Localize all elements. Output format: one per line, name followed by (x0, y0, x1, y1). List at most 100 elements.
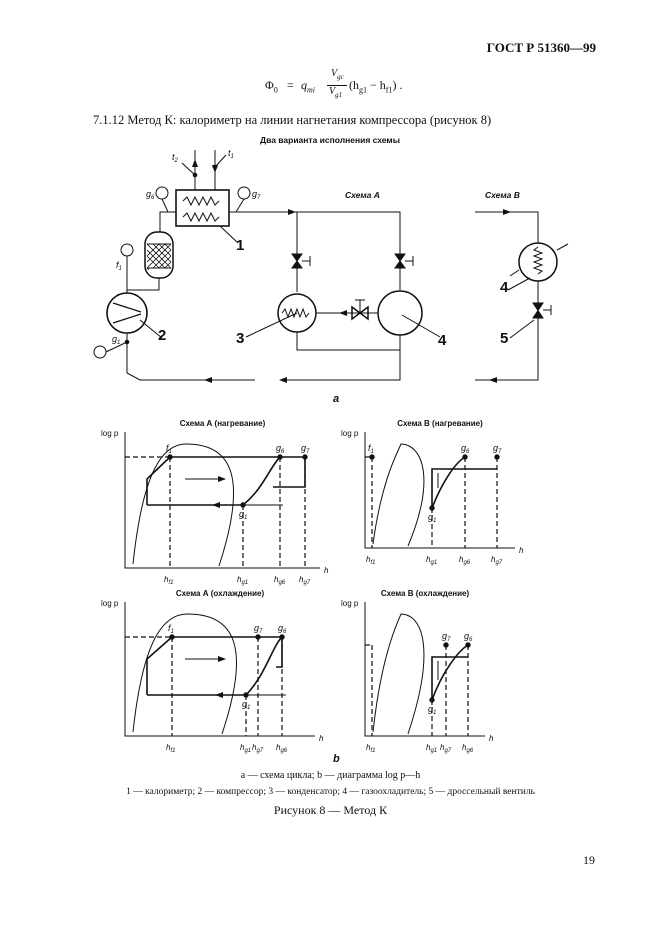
gauge-g1 (93, 345, 107, 359)
state-point (169, 634, 175, 640)
state-point (167, 454, 173, 460)
calorimeter-coil-upper (182, 195, 220, 207)
diagram-axes (124, 602, 315, 737)
point-label: g6 (278, 623, 287, 635)
tick-label: hg1 (240, 743, 251, 754)
point-label: f1 (368, 443, 374, 455)
calorimeter-coil-lower (182, 211, 220, 223)
x-axis-label: h (319, 734, 324, 743)
state-point (240, 502, 246, 508)
tick-label: hg7 (440, 743, 452, 754)
g1-label: g1 (112, 334, 120, 346)
figure-title: Два варианта исполнения схемы (260, 135, 400, 145)
tick-label: hg6 (462, 743, 474, 754)
valve-a-right (394, 253, 406, 269)
x-axis-label: h (489, 734, 494, 743)
scheme-a-title: Схема А (345, 190, 380, 200)
point-label: g1 (428, 704, 436, 716)
diagram-title: Схема А (нагревание) (180, 419, 266, 428)
t1-label: t1 (228, 148, 234, 160)
label-2: 2 (158, 327, 166, 344)
state-point (465, 642, 471, 648)
scheme-a: Схема А 4 3 (236, 190, 447, 383)
point-label: g7 (493, 443, 502, 455)
t2-label: t2 (172, 152, 179, 164)
figure-caption: Рисунок 8 — Метод К (273, 803, 388, 817)
tick-label: hg1 (426, 555, 437, 566)
state-point (279, 634, 285, 640)
g6-label: g6 (146, 189, 155, 201)
state-point (429, 505, 435, 511)
state-point (302, 454, 308, 460)
y-axis-label: log p (341, 429, 359, 438)
label-1: 1 (236, 237, 244, 254)
tick-label: hg6 (274, 575, 286, 586)
fraction-bar (327, 85, 347, 86)
document-header: ГОСТ Р 51360—99 (486, 40, 596, 55)
tick-label: hg7 (491, 555, 503, 566)
diagram-axes (124, 432, 320, 569)
tick-label: hg1 (237, 575, 248, 586)
calorimeter (175, 189, 230, 227)
label-4b: 4 (500, 279, 509, 296)
state-point (462, 454, 468, 460)
point-label: g7 (442, 631, 451, 643)
y-axis-label: log p (101, 599, 119, 608)
point-label: g6 (461, 443, 470, 455)
scheme-b-title: Схема В (485, 190, 520, 200)
tick-label: hg6 (276, 743, 288, 754)
label-a: a (333, 393, 339, 405)
point-label: g6 (276, 443, 285, 455)
cycle-path (431, 468, 497, 508)
saturation-dome (372, 443, 425, 547)
tick-label: hf1 (366, 743, 375, 754)
cycle-path (146, 636, 246, 696)
caption-line-1: а — схема цикла; b — диаграмма log p—h (240, 770, 421, 781)
valve-b (532, 302, 544, 319)
x-axis-label: h (324, 566, 329, 575)
point-label: g7 (254, 623, 263, 635)
gas-cooler (377, 290, 423, 336)
y-axis-label: log p (341, 599, 359, 608)
valve-a-left (291, 253, 303, 269)
state-point (494, 454, 500, 460)
diagram-title: Схема В (нагревание) (397, 419, 483, 428)
tick-label: hg1 (426, 743, 437, 754)
state-point (369, 454, 375, 460)
state-point (277, 454, 283, 460)
section-heading: 7.1.12 Метод К: калориметр на линии нагн… (93, 113, 492, 127)
g7-label: g7 (252, 189, 261, 201)
tick-label: hf1 (166, 743, 175, 754)
state-point (243, 692, 249, 698)
diagram-title: Схема А (охлаждение) (176, 589, 265, 598)
fraction-numerator: Vgc (331, 68, 344, 81)
point-label: g1 (239, 509, 247, 521)
label-3: 3 (236, 330, 244, 347)
point-label: f1 (168, 623, 174, 635)
calorimeter-circuit: t2 t1 g6 g7 f1 2 g1 (93, 148, 265, 383)
separator-vessel (144, 231, 174, 279)
point-label: g1 (428, 512, 436, 524)
state-point (255, 634, 261, 640)
tick-label: hg7 (299, 575, 311, 586)
valve-a-middle (351, 305, 369, 321)
saturation-dome (372, 613, 425, 735)
y-axis-label: log p (101, 429, 119, 438)
label-4: 4 (438, 332, 447, 349)
gauge-g7 (237, 186, 251, 200)
gas-cooler-b (518, 242, 558, 282)
caption-line-2: 1 — калориметр; 2 — компрессор; 3 — конд… (126, 787, 535, 797)
point-label: g7 (301, 443, 310, 455)
point-label: f1 (166, 443, 172, 455)
diagram-axes (364, 602, 485, 737)
label-b: b (333, 753, 340, 765)
fraction-denominator: Vg1 (329, 86, 343, 99)
compressor (106, 292, 148, 334)
f1-label: f1 (116, 260, 122, 272)
page-number: 19 (583, 853, 595, 867)
x-axis-label: h (519, 546, 524, 555)
